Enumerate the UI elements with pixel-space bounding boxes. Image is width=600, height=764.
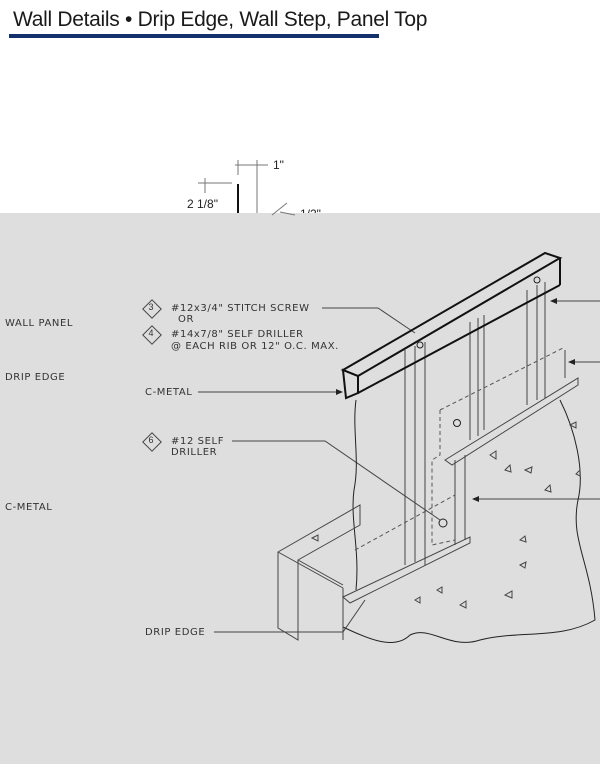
callout-self-driller: #14x7/8" SELF DRILLER [171, 329, 304, 340]
dim-angle: 1/2" [300, 207, 321, 213]
callout-spacing: @ EACH RIB OR 12" O.C. MAX. [171, 341, 339, 352]
hidden-lines [354, 346, 566, 551]
callout-c-metal: C-METAL [145, 387, 193, 398]
label-wall-panel: WALL PANEL [5, 318, 74, 329]
callout-stitch-screw: #12x3/4" STITCH SCREW [171, 303, 310, 314]
tag-number-6: 6 [148, 435, 154, 445]
c-metal-bar [340, 251, 563, 400]
concrete-aggregate [310, 421, 581, 609]
dim-width: 1" [273, 158, 284, 172]
callout-drip-edge: DRIP EDGE [145, 627, 206, 638]
footing [277, 377, 579, 641]
callout-driller: DRILLER [171, 447, 218, 458]
callout-12-self: #12 SELF [171, 436, 225, 447]
concrete-outline [342, 399, 596, 643]
wall-panel-ribs [404, 282, 566, 565]
label-c-metal: C-METAL [5, 502, 53, 513]
title-underline [9, 34, 379, 38]
page-title: Wall Details • Drip Edge, Wall Step, Pan… [13, 8, 428, 31]
screw-icons [416, 276, 541, 528]
callout-or: OR [178, 314, 195, 325]
arrowheads [336, 298, 575, 502]
label-drip-edge: DRIP EDGE [5, 372, 66, 383]
tag-number-3: 3 [148, 302, 154, 312]
drip-edge-profile [198, 160, 296, 216]
tag-number-4: 4 [148, 328, 154, 338]
drawing-background [0, 213, 600, 764]
dim-height: 2 1/8" [187, 197, 218, 211]
